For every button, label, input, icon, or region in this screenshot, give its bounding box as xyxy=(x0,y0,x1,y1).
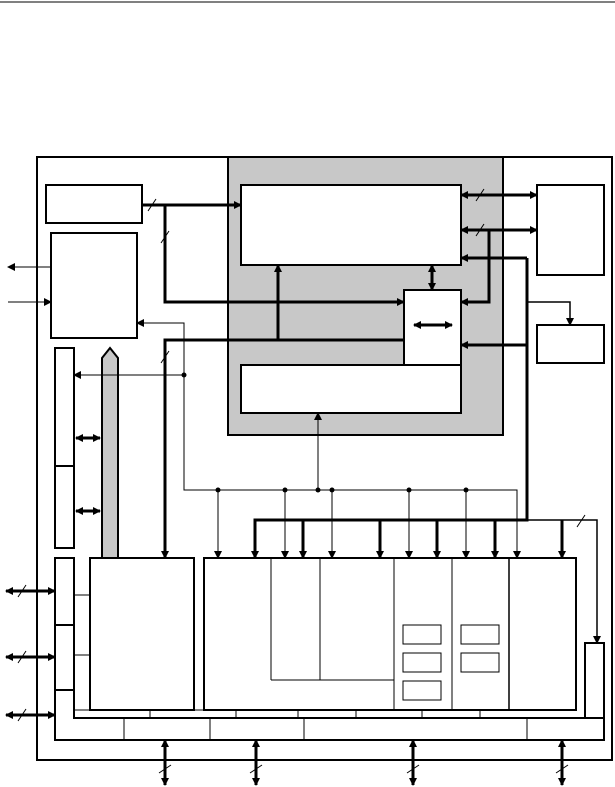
slash-12 xyxy=(406,764,420,774)
slash-9 xyxy=(17,708,27,722)
port-column-b xyxy=(54,624,75,691)
junction-2 xyxy=(215,487,221,493)
slash-1 xyxy=(147,198,157,212)
core-main-block xyxy=(240,184,462,266)
pad-bus xyxy=(74,709,481,718)
peripheral-group xyxy=(203,557,577,711)
port-column-mid xyxy=(54,465,75,549)
junction-5 xyxy=(329,487,335,493)
slash-8 xyxy=(17,650,27,664)
junction-7 xyxy=(463,487,469,493)
bottom-pad-strip xyxy=(54,689,605,741)
left-io-block xyxy=(50,232,138,339)
peripheral-block-left xyxy=(89,557,195,711)
port-column-upper xyxy=(54,347,75,467)
slash-5 xyxy=(475,223,485,237)
control-line-top xyxy=(136,319,185,375)
port-column-a xyxy=(54,557,75,626)
port-bus-link-3 xyxy=(74,594,90,656)
sub-block-1 xyxy=(402,624,442,645)
slash-13 xyxy=(555,764,569,774)
link-bridge-right-1 xyxy=(460,230,491,306)
link-right-vertical-block xyxy=(527,519,601,644)
sub-block-5 xyxy=(460,652,500,673)
sub-block-3 xyxy=(402,680,442,701)
slash-7 xyxy=(17,584,27,598)
sub-block-4 xyxy=(460,624,500,645)
junction-4 xyxy=(315,487,321,493)
right-vertical-bus xyxy=(251,258,529,559)
junction-3 xyxy=(282,487,288,493)
top-left-block xyxy=(45,184,143,224)
slash-4 xyxy=(475,188,485,202)
right-small-block xyxy=(536,324,605,364)
slash-6 xyxy=(576,514,586,528)
core-lower-block xyxy=(240,364,462,414)
link-bridge-left-periph xyxy=(161,338,404,559)
right-top-block xyxy=(536,184,605,276)
slash-11 xyxy=(249,764,263,774)
link-right-small-block xyxy=(527,301,574,326)
junction-1 xyxy=(181,372,187,378)
junction-6 xyxy=(406,487,412,493)
control-line-main xyxy=(183,375,521,559)
core-bridge-block xyxy=(403,289,462,366)
slash-3 xyxy=(160,350,170,364)
slash-2 xyxy=(160,230,170,244)
slash-10 xyxy=(158,764,172,774)
sub-block-2 xyxy=(402,652,442,673)
